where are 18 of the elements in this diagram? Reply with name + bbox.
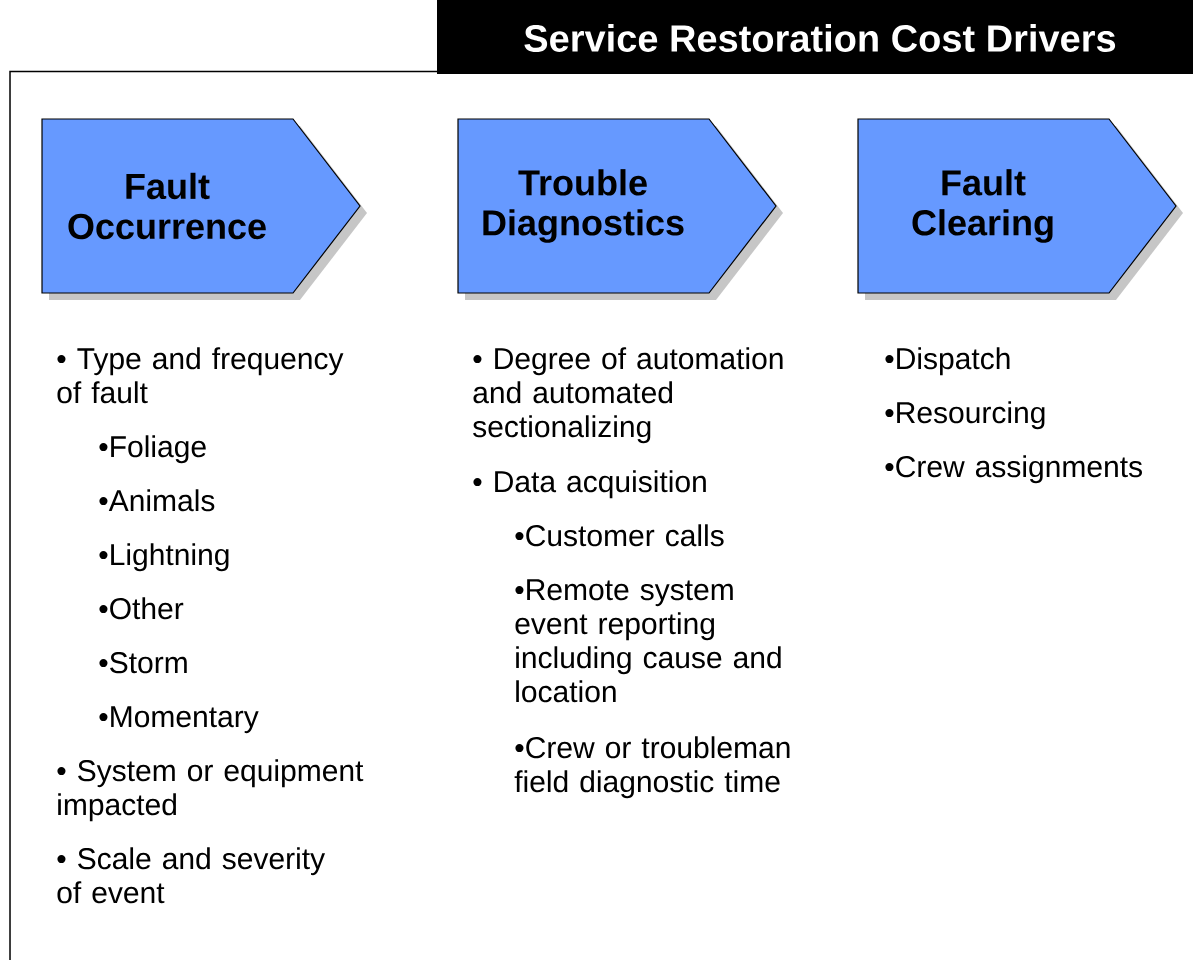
bullet-item: •Resourcing bbox=[885, 401, 1045, 430]
bullet-item: • Scale and severity of event bbox=[57, 847, 326, 904]
bullet-item: •Foliage bbox=[99, 435, 206, 464]
bullet-item: •Crew assignments bbox=[885, 455, 1142, 484]
bullet-item: • Data acquisition bbox=[473, 470, 706, 499]
bullet-item: •Remote system event reporting including cause and location bbox=[515, 579, 781, 703]
bullet-item: •Customer calls bbox=[515, 524, 724, 547]
bullet-item: •Other bbox=[99, 597, 184, 620]
bullet-item: • Type and frequency of fault bbox=[57, 347, 344, 404]
bullet-item: •Momentary bbox=[99, 706, 259, 734]
bullet-item: •Lightning bbox=[99, 543, 229, 572]
bullet-item: • System or equipment impacted bbox=[57, 759, 364, 822]
bullet-item: •Dispatch bbox=[885, 347, 1010, 376]
bullet-item: •Animals bbox=[99, 489, 215, 512]
title-banner: Service Restoration Cost Drivers bbox=[437, 0, 1193, 74]
bullet-item: •Crew or troubleman field diagnostic time bbox=[514, 736, 790, 799]
bullet-item: •Storm bbox=[99, 652, 187, 674]
bullet-item: • Degree of automation and automated sectionalizing bbox=[473, 347, 783, 444]
